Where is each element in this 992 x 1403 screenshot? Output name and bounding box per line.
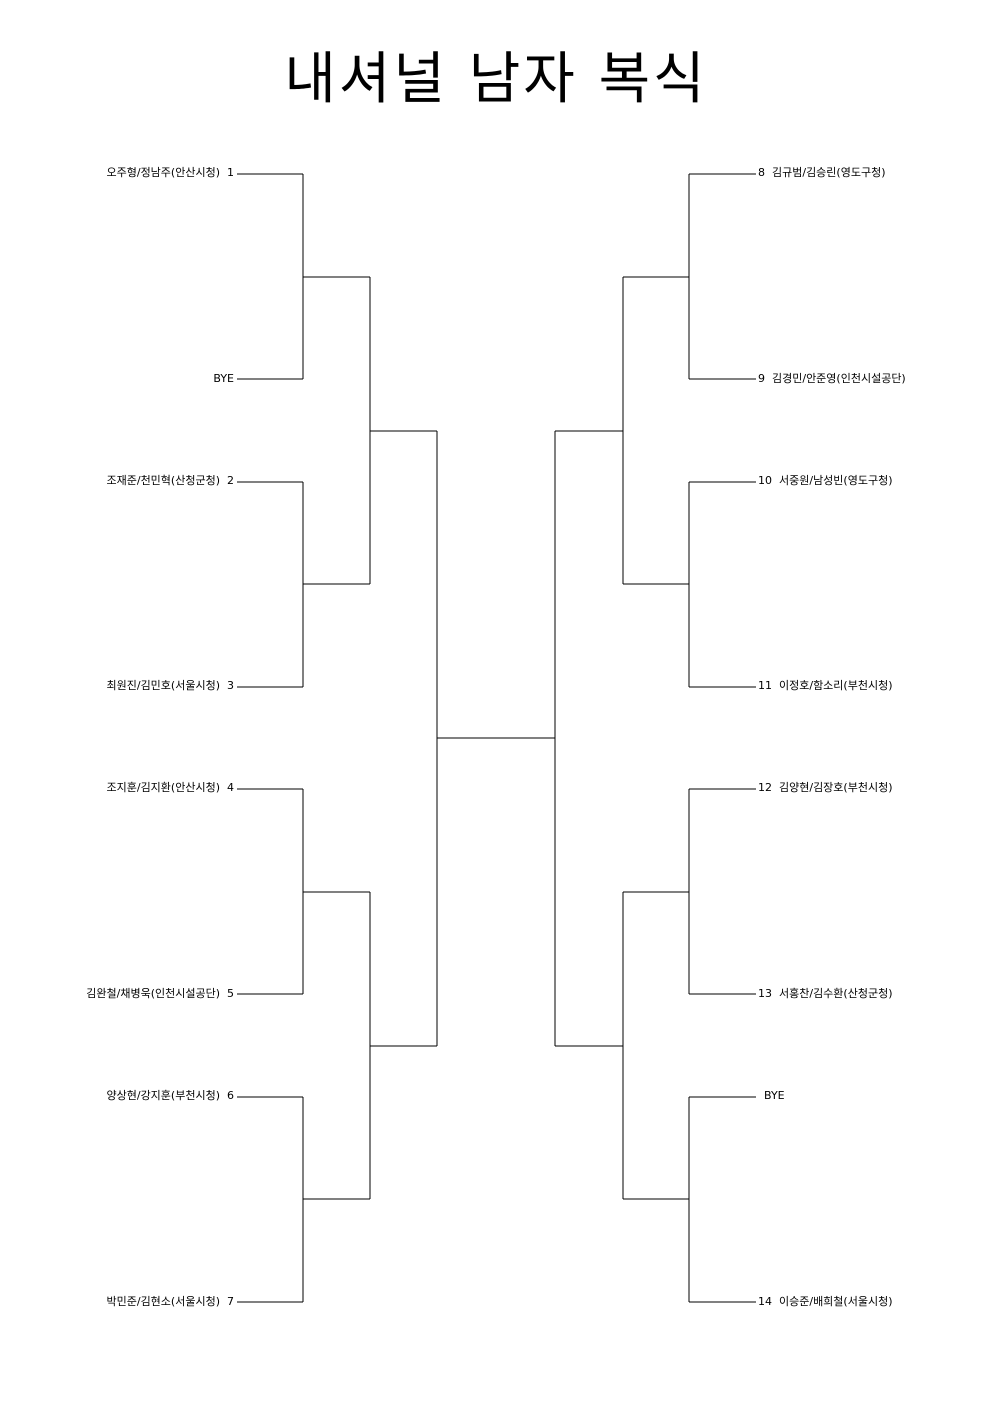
left-entry-5: 조지훈/김지환(안산시청) 4 [107,781,235,795]
team-name: 김규범/김승린(영도구청) [772,166,886,179]
right-entry-4: 11 이정호/함소리(부천시청) [758,679,893,693]
seed-number: 8 [758,166,765,179]
team-name: 서중원/남성빈(영도구청) [779,474,893,487]
seed-number: 14 [758,1295,772,1308]
seed-number: 11 [758,679,772,692]
right-entry-8: 14 이승준/배희철(서울시청) [758,1295,893,1309]
seed-number: 7 [227,1295,234,1308]
team-name: 조재준/천민혁(산청군청) [106,474,221,487]
right-entry-1: 8 김규범/김승린(영도구청) [758,166,886,180]
seed-number: 1 [227,166,234,179]
team-name: 김완철/채병욱(인천시설공단) [86,987,220,1000]
team-name: 박민준/김현소(서울시청) [106,1295,221,1308]
right-entry-6: 13 서홍찬/김수환(산청군청) [758,987,893,1001]
seed-number: 12 [758,781,772,794]
team-name: 조지훈/김지환(안산시청) [106,781,221,794]
right-entry-3: 10 서중원/남성빈(영도구청) [758,474,893,488]
team-name: 양상현/강지훈(부천시청) [106,1089,221,1102]
team-name: 김경민/안준영(인천시설공단) [772,372,906,385]
team-name: BYE [213,372,234,385]
left-entry-2: BYE [213,372,234,386]
seed-number: 2 [227,474,234,487]
team-name: 김양현/김장호(부천시청) [779,781,893,794]
seed-number: 10 [758,474,772,487]
team-name: BYE [764,1089,785,1102]
seed-number: 4 [227,781,234,794]
seed-number: 13 [758,987,772,1000]
seed-number: 3 [227,679,234,692]
left-entry-6: 김완철/채병욱(인천시설공단) 5 [86,987,234,1001]
right-entry-5: 12 김양현/김장호(부천시청) [758,781,893,795]
team-name: 오주형/정남주(안산시청) [106,166,221,179]
team-name: 이정호/함소리(부천시청) [779,679,893,692]
team-name: 이승준/배희철(서울시청) [779,1295,893,1308]
seed-number: 6 [227,1089,234,1102]
seed-number: 9 [758,372,765,385]
left-entry-1: 오주형/정남주(안산시청) 1 [107,166,235,180]
left-entry-7: 양상현/강지훈(부천시청) 6 [107,1089,235,1103]
left-entry-4: 최원진/김민호(서울시청) 3 [107,679,235,693]
team-name: 서홍찬/김수환(산청군청) [779,987,893,1000]
seed-number: 5 [227,987,234,1000]
left-entry-3: 조재준/천민혁(산청군청) 2 [107,474,235,488]
team-name: 최원진/김민호(서울시청) [106,679,221,692]
right-entry-2: 9 김경민/안준영(인천시설공단) [758,372,906,386]
page-title: 내셔널 남자 복식 [284,47,708,112]
right-entry-7: BYE [764,1089,785,1103]
left-entry-8: 박민준/김현소(서울시청) 7 [107,1295,235,1309]
